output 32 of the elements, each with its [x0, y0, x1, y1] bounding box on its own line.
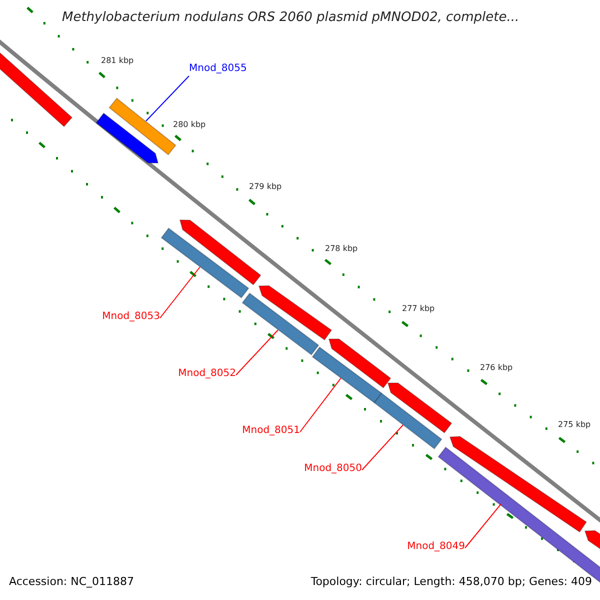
position-label: 280 kbp	[173, 120, 206, 130]
gene-label: Mnod_8051	[242, 425, 300, 437]
leader-line	[464, 504, 502, 548]
gene-feature-bar	[160, 228, 250, 298]
gene-feature-bar	[242, 292, 320, 356]
summary-note: Topology: circular; Length: 458,070 bp; Genes: 409	[310, 575, 592, 589]
leader-line	[146, 76, 190, 122]
accession-note: Accession: NC_011887	[9, 575, 134, 589]
leader-line	[362, 424, 404, 470]
gene-label: Mnod_8050	[304, 463, 362, 475]
gene-feature-bar	[328, 338, 392, 388]
position-label: 278 kbp	[325, 244, 358, 254]
gene-feature-bar	[258, 285, 332, 341]
gene-feature-bar	[96, 112, 159, 164]
position-label: 275 kbp	[558, 420, 591, 430]
leader-line	[160, 266, 200, 318]
gene-feature-bar	[374, 392, 442, 450]
leader-line	[236, 330, 278, 376]
gene-label: Mnod_8053	[102, 311, 160, 323]
position-label: 281 kbp	[101, 56, 134, 66]
diagram-title: Methylobacterium nodulans ORS 2060 plasmid pMNOD02, complete...	[62, 9, 520, 27]
position-label: 276 kbp	[480, 363, 513, 373]
position-label: 277 kbp	[402, 304, 435, 314]
gene-feature-bar	[449, 436, 588, 533]
gene-label: Mnod_8052	[178, 368, 236, 380]
position-label: 279 kbp	[249, 182, 282, 192]
leader-line	[300, 378, 342, 432]
gene-feature-bar	[179, 219, 262, 286]
gene-label: Mnod_8055	[189, 63, 247, 75]
gene-feature-bar	[312, 346, 382, 404]
gene-feature-bar	[387, 382, 452, 434]
gene-label: Mnod_8049	[407, 541, 465, 553]
